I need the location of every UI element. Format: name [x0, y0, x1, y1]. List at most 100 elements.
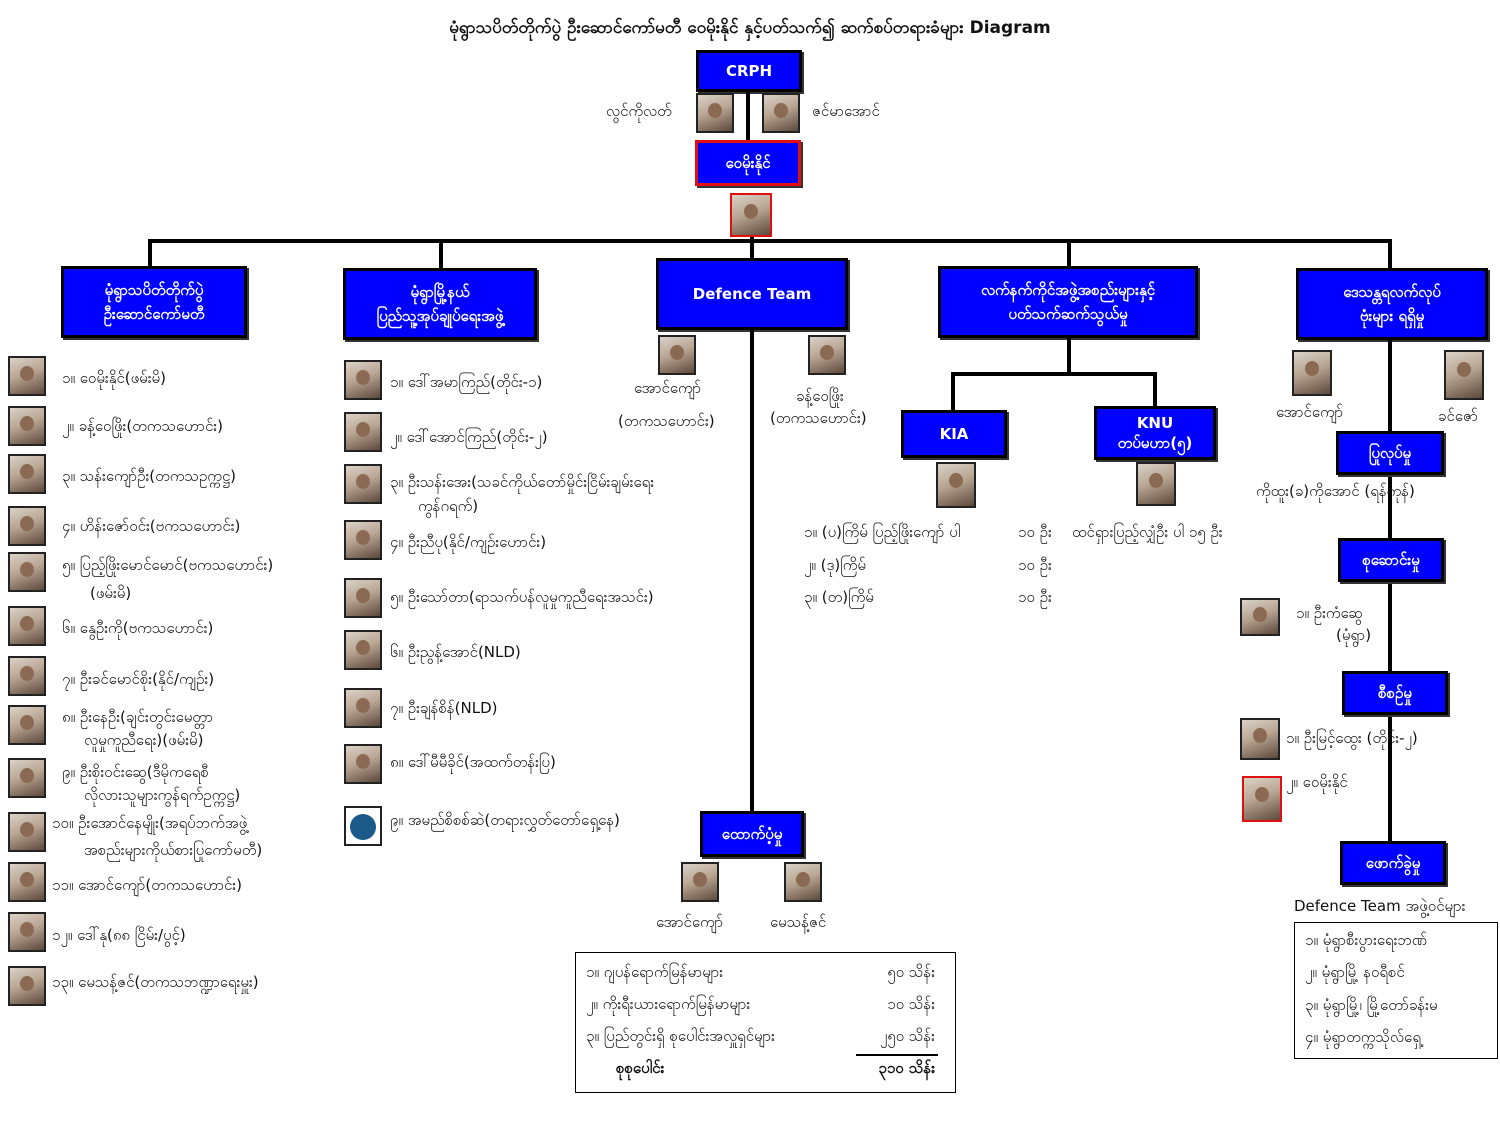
member-item: ၄။ ဟိန်းဇော်ဝင်း(ဗကသဟောင်း): [62, 517, 241, 535]
stage-planning: စီစဉ်မှု: [1342, 671, 1448, 715]
member-photo: [8, 966, 46, 1006]
stage-detail-cont: (မုံရွာ): [1336, 626, 1372, 644]
support-right-photo: [784, 862, 822, 902]
target-item: ၂။ မုံရွာမြို့ နဝရီစင်: [1305, 963, 1405, 981]
knu-trip: ထင်ရှားပြည့်လျှံဦး ပါ ၁၅ ဦး: [1072, 523, 1223, 541]
branch-label-line2: ဗုံးများ ရရှိမှု: [1359, 307, 1425, 325]
member-item: ၂။ ခန့်ဝေဖြိုး(တကသဟောင်း): [62, 417, 223, 435]
kia-trip: ၃။ (တ)ကြိမ်: [804, 588, 874, 606]
lawyer-council-logo-icon: [344, 806, 382, 846]
kia-trip: ၂။ (ဒု)ကြိမ်: [804, 556, 866, 574]
member-item: ၆။ ဦးညွန့်အောင်(NLD): [390, 643, 521, 661]
member-photo: [8, 406, 46, 446]
member-item: ၈။ ဒေါ်မီမီခိုင်(အထက်တန်းပြ): [390, 753, 556, 771]
support-box: ထောက်ပံ့မှု: [700, 811, 804, 857]
member-photo: [344, 630, 382, 670]
member-photo: [344, 520, 382, 560]
crph-member-left-name: လွင်ကိုလတ်: [606, 102, 672, 120]
member-item: ၅။ ဦးသော်တာ(ရာသက်ပန်လူမှုကူညီရေးအသင်း): [390, 588, 654, 606]
fund-amount: ၂၅၀ သိန်း: [879, 1027, 935, 1045]
member-photo: [344, 688, 382, 728]
connector-line: [1067, 338, 1071, 374]
support-left-name: အောင်ကျော်: [656, 913, 724, 931]
main-bus-line: [148, 239, 1390, 243]
branch-label-line2: ပတ်သက်ဆက်သွယ်မှု: [1008, 305, 1128, 323]
branch-defence-team: Defence Team: [656, 258, 848, 330]
support-funds-table: ၁။ ဂျပန်ရောက်မြန်မာများ ၅၀ သိန်း ၂။ ကိုး…: [575, 952, 956, 1093]
defence-left-name: အောင်ကျော်: [634, 379, 702, 397]
branch-label-line2: ဦးဆောင်ကော်မတီ: [103, 305, 205, 323]
crph-member-right-name: ဇင်မာအောင်: [812, 102, 880, 120]
member-item: ၁၃။ မေသန့်ဇင်(တကသဘဏ္ဍာရေးမှူး): [52, 973, 259, 991]
member-item: ၉။ အမည်စိစစ်ဆဲ(တရားလွှတ်တော်ရှေ့နေ): [390, 811, 620, 829]
connector-line: [746, 92, 750, 142]
member-item-cont: လူမှုကူညီရေး)(ဖမ်းမိ): [84, 731, 204, 749]
stage-manufacture: ပြုလုပ်မှု: [1336, 431, 1444, 475]
branch-township-admin: မုံရွာမြို့နယ်ပြည်သူ့အုပ်ချုပ်ရေးအဖွဲ့: [343, 268, 537, 340]
stage-detail: ၂။ ဝေမိုးနိုင်: [1286, 773, 1348, 791]
member-photo: [8, 912, 46, 952]
support-left-photo: [681, 862, 719, 902]
member-item: ၆။ နွေဦးကို(ဗကသဟောင်း): [62, 619, 214, 637]
diagram-title: မုံရွာသပိတ်တိုက်ပွဲ ဦးဆောင်ကော်မတီ ဝေမို…: [449, 18, 1051, 38]
member-photo: [8, 862, 46, 902]
member-photo: [344, 464, 382, 504]
connector-line: [1153, 372, 1157, 408]
member-item: ၉။ ဦးစိုးဝင်းဆွေ(ဒီမိုကရေစီ: [62, 763, 209, 781]
member-item: ၁။ ဒေါ်အမာကြည်(တိုင်း-၁): [390, 373, 543, 391]
central-figure-box: ဝေမိုးနိုင်: [695, 140, 801, 186]
stage-person-photo: [1240, 598, 1280, 636]
crph-member-right-photo: [762, 93, 800, 133]
connector-line: [750, 237, 754, 259]
fund-amount: ၁၀ သိန်း: [887, 995, 935, 1013]
target-list: ၁။ မုံရွာစီးပွားရေးဘဏ် ၂။ မုံရွာမြို့ နဝ…: [1294, 922, 1498, 1059]
member-item: ၃။ ဦးသန်းအေး(သခင်ကိုယ်တော်မှိုင်းငြိမ်းခ…: [390, 473, 655, 491]
defence-right-sub: (တကသဟောင်း): [770, 409, 867, 427]
kia-contact-photo: [936, 462, 976, 508]
member-item: ၃။ သန်းကျော်ဦး(တကသဥက္ကဋ္ဌ): [62, 467, 236, 485]
member-item: ၁၀။ ဦးအောင်နေမျိုး(အရပ်ဘက်အဖွဲ့: [52, 814, 248, 832]
member-item: ၄။ ဦးညီပု(နိုင်/ကျဉ်းဟောင်း): [390, 533, 547, 551]
crph-box: CRPH: [696, 50, 802, 92]
knu-contact-photo: [1136, 462, 1176, 506]
fund-item: ၁။ ဂျပန်ရောက်မြန်မာများ: [586, 963, 724, 981]
branch-label-line2: ပြည်သူ့အုပ်ချုပ်ရေးအဖွဲ့: [376, 307, 504, 325]
connector-line: [951, 372, 955, 410]
member-photo: [8, 506, 46, 546]
kia-trip: ၁။ (ပ)ကြိမ် ပြည့်ဖြိုးကျော် ပါ: [804, 523, 961, 541]
member-photo: [8, 705, 46, 745]
stage-detail: ၁။ ဦးမြင့်ထွေး (တိုင်း-၂): [1286, 729, 1418, 747]
defence-right-name: ခန့်ဝေဖြိုး: [796, 387, 844, 405]
member-item: ၂။ ဒေါ်အောင်ကြည်(တိုင်း-၂): [390, 428, 548, 446]
stage-collection: စုဆောင်းမှု: [1338, 538, 1444, 582]
total-divider: [856, 1054, 938, 1056]
member-photo: [8, 454, 46, 494]
kia-trip-count: ၁၀ ဦး: [1018, 523, 1052, 541]
total-amount: ၃၁၀ သိန်း: [878, 1059, 935, 1077]
knu-brigade: တပ်မဟာ(၅): [1117, 434, 1193, 452]
stage-person-photo: [1240, 718, 1280, 760]
target-item: ၁။ မုံရွာစီးပွားရေးဘဏ်: [1305, 931, 1427, 949]
stage-detonation: ဖောက်ခွဲမှု: [1340, 841, 1446, 885]
member-item-cont: (ဖမ်းမိ): [90, 584, 132, 602]
target-list-title: Defence Team အဖွဲ့ဝင်များ: [1294, 897, 1466, 915]
branch-armed-groups: လက်နက်ကိုင်အဖွဲ့အစည်းများနှင့်ပတ်သက်ဆက်သ…: [938, 266, 1198, 338]
member-photo: [8, 758, 46, 798]
connector-line: [148, 239, 152, 269]
fund-amount: ၅၀ သိန်း: [887, 963, 935, 981]
member-photo: [8, 656, 46, 696]
kia-trip-count: ၁၀ ဦး: [1018, 588, 1052, 606]
stage-person-photo-highlight: [1242, 776, 1282, 822]
member-item: ၁။ ဝေမိုးနိုင်(ဖမ်းမိ): [62, 369, 166, 387]
branch-homemade-bombs: ဒေသန္တရလက်လုပ်ဗုံးများ ရရှိမှု: [1296, 268, 1488, 340]
member-photo: [8, 356, 46, 396]
bomb-right-photo: [1444, 350, 1484, 400]
branch-label-line1: လက်နက်ကိုင်အဖွဲ့အစည်းများနှင့်: [980, 281, 1156, 299]
member-photo: [8, 812, 46, 852]
defence-left-photo: [658, 335, 696, 375]
connector-line: [1388, 340, 1392, 845]
connector-line: [1388, 239, 1392, 269]
support-right-name: မေသန့်ဇင်: [770, 913, 827, 931]
branch-strike-committee: မုံရွာသပိတ်တိုက်ပွဲဦးဆောင်ကော်မတီ: [61, 266, 247, 338]
defence-right-photo: [808, 335, 846, 375]
